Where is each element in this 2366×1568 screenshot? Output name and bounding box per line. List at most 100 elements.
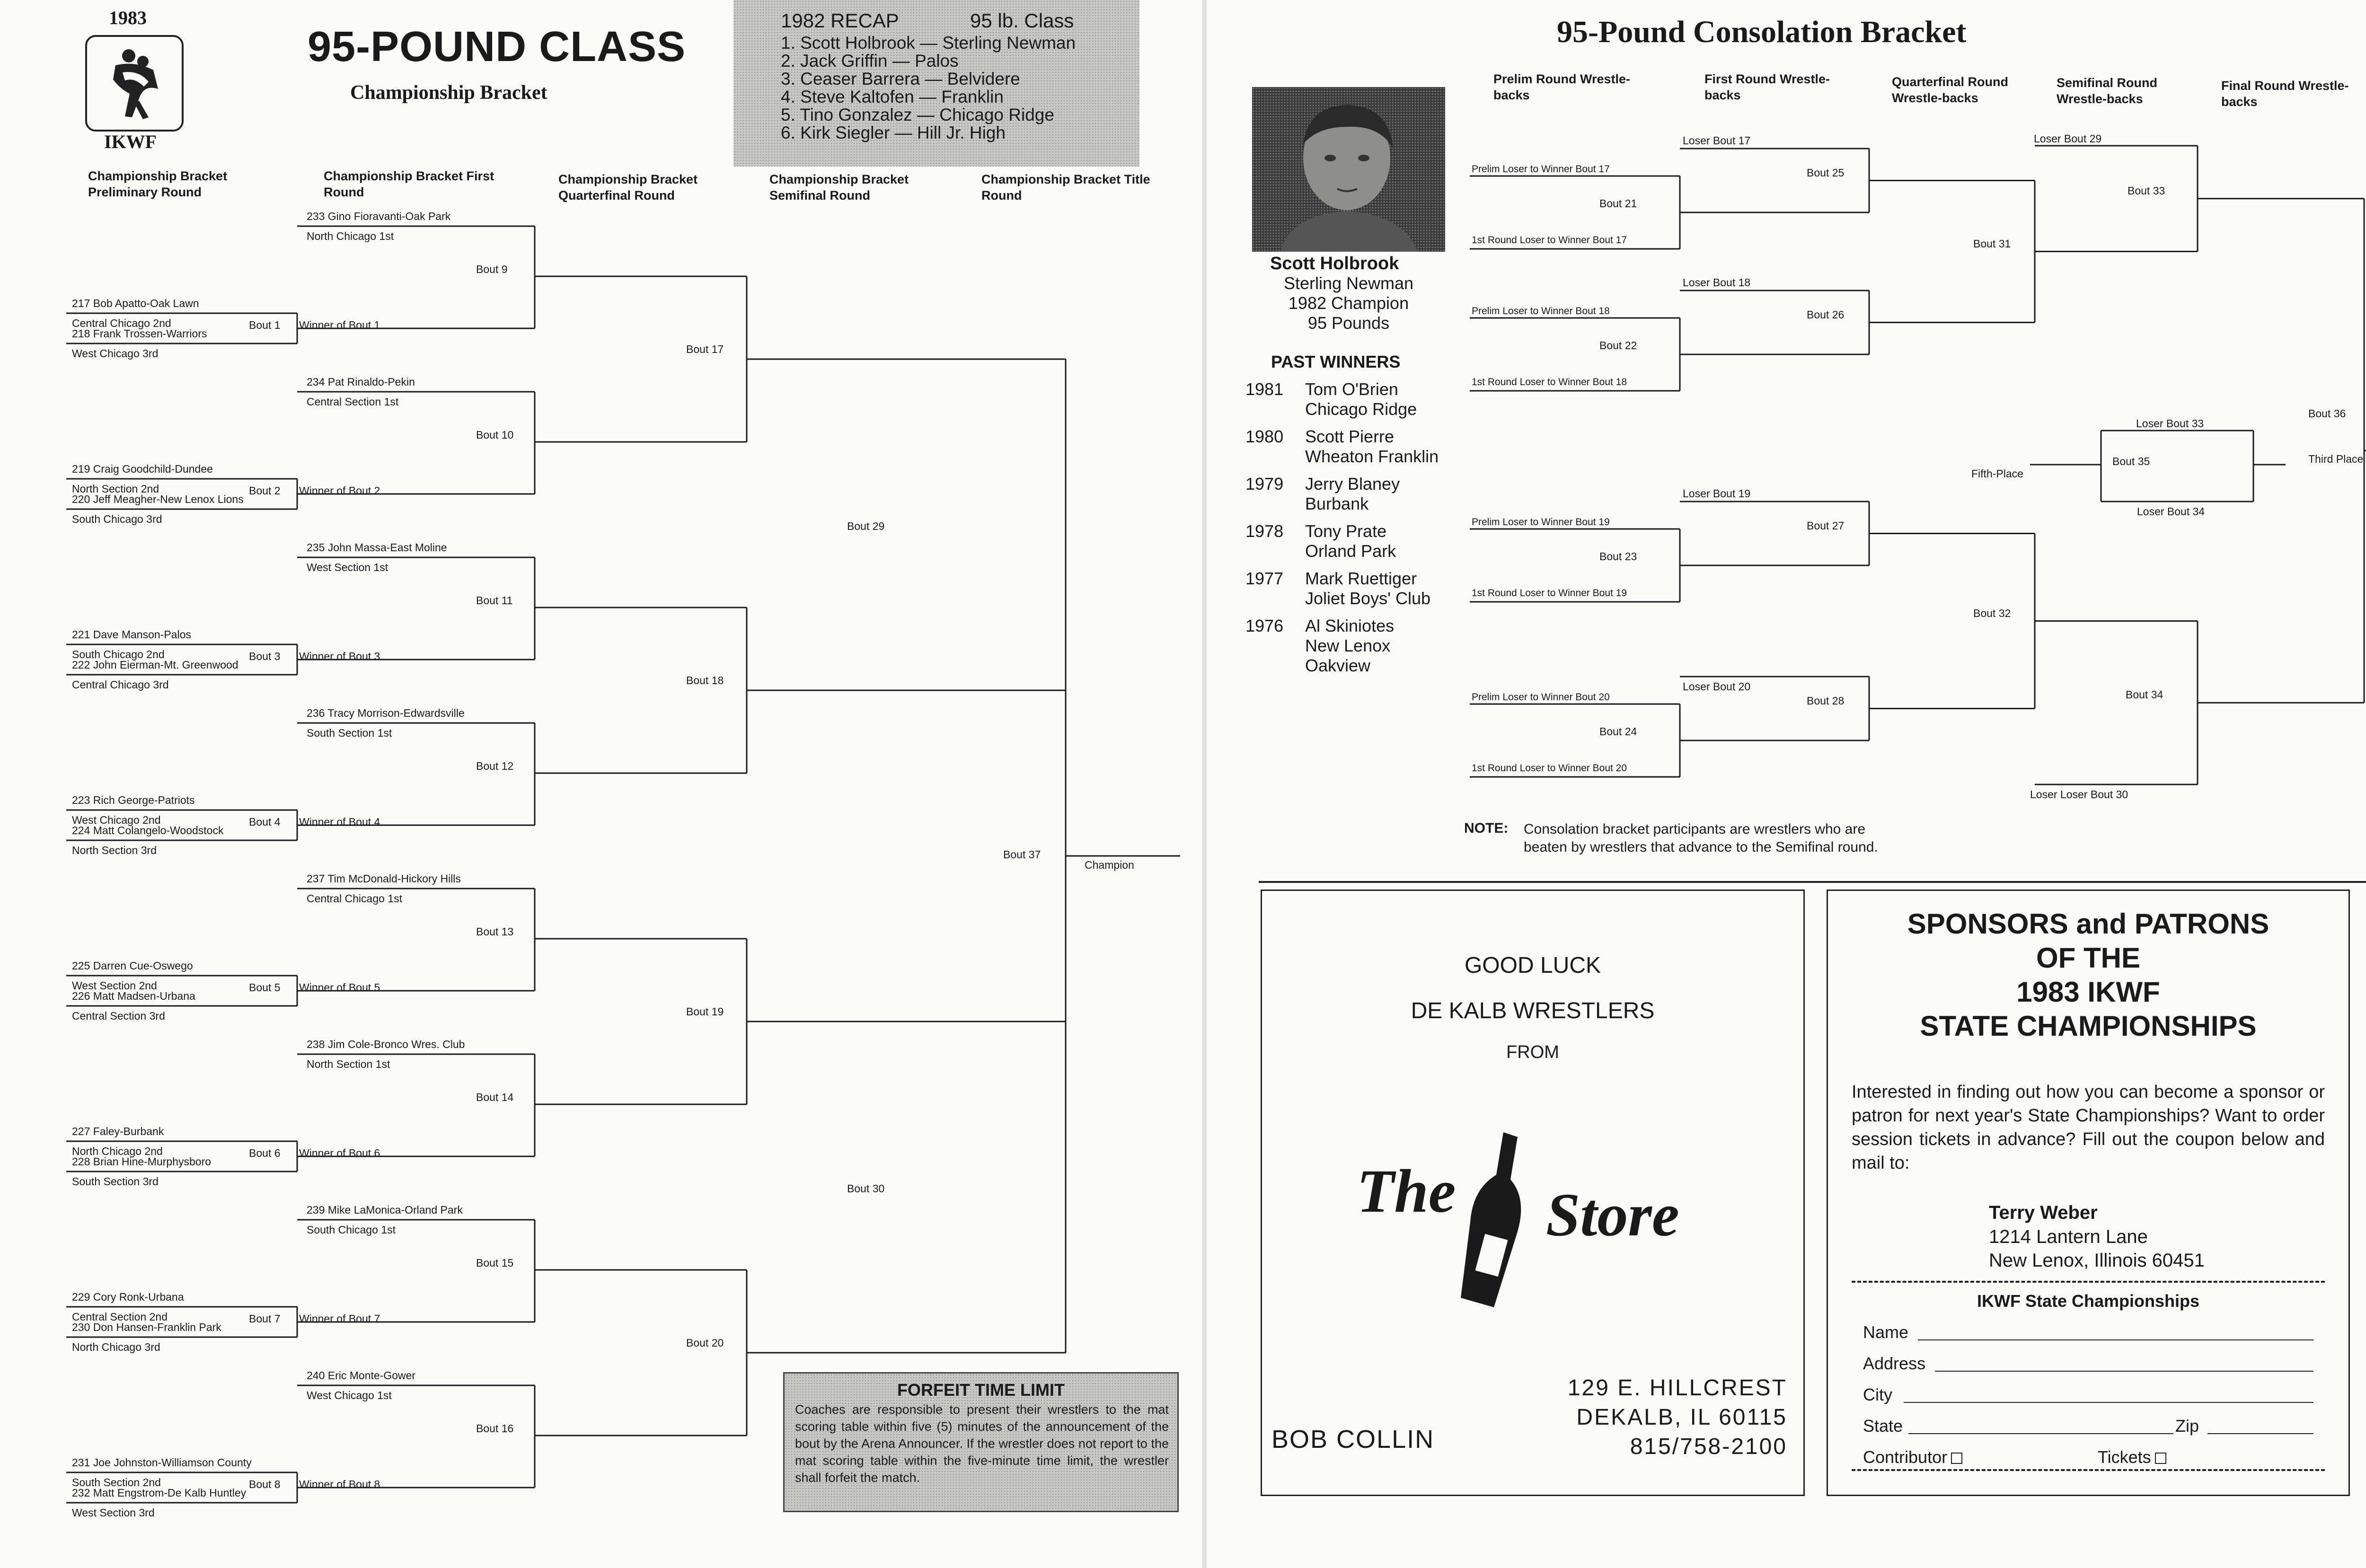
past-winners-title: PAST WINNERS [1271,352,1401,371]
recap-list: 1. Scott Holbrook — Sterling Newman 2. J… [781,34,1076,142]
wrestleback-label: 1st Round Loser to Winner Bout 18 [1472,377,1627,388]
contact-line: 1214 Lantern Lane [1989,1226,2148,1247]
wrestleback-label: Prelim Loser to Winner Bout 18 [1472,306,1610,317]
round-header-semi: Championship Bracket Semifinal Round [769,172,909,203]
bout-label: Bout 31 [1973,237,2011,250]
contact-address: 1214 Lantern Lane New Lenox, Illinois 60… [1989,1225,2205,1272]
contributor-checkbox[interactable] [1951,1453,1963,1464]
bout-label: Bout 36 [2308,407,2346,420]
recap-place: 2. Jack Griffin — Palos [781,51,959,70]
wrestler-name: 223 Rich George-Patriots [72,794,195,806]
wrestler-name: 224 Matt Colangelo-Woodstock [72,824,224,837]
year-label: 1983 [109,7,147,28]
bout-label: Bout 5 [249,981,281,994]
ad-phone: 815/758-2100 [1630,1434,1787,1459]
recap-title: 1982 RECAP [781,9,899,32]
wrestler-name: 232 Matt Engstrom-De Kalb Huntley [72,1487,247,1499]
round-header-first: Championship Bracket First Round [324,169,494,199]
wrestler-name: 221 Dave Manson-Palos [72,628,191,641]
past-winner-line: Scott Pierre [1305,427,1395,446]
ad-line3: FROM [1506,1042,1559,1062]
bout-label: Bout 4 [249,816,281,828]
winner-label: Winner of Bout 6 [299,1147,380,1159]
bout-label: Bout 11 [476,594,513,607]
bout-label: Bout 26 [1807,308,1845,321]
wrestler-section: South Section 3rd [72,1175,159,1188]
wrestler-name: 229 Cory Ronk-Urbana [72,1291,184,1303]
past-year: 1977 [1245,569,1284,588]
winner-label: Winner of Bout 5 [299,981,380,994]
wrestler-section: South Chicago 3rd [72,513,162,525]
coupon-bottom-border [1852,1469,2325,1471]
recap-place: 6. Kirk Siegler — Hill Jr. High [781,123,1006,142]
wrestler-section: North Section 1st [307,1058,390,1070]
recap-box: 1982 RECAP 95 lb. Class 1. Scott Holbroo… [733,0,1139,167]
field-address-label: Address [1863,1354,1926,1373]
wrestler-section: Central Chicago 2nd [72,317,171,329]
past-winner-line: Wheaton Franklin [1305,447,1439,466]
bout-label: Bout 19 [686,1005,724,1018]
past-year: 1980 [1245,427,1284,446]
bout-label: Bout 7 [249,1313,281,1325]
cons-header-first: First Round Wrestle-backs [1704,72,1830,102]
loser-label: Loser Bout 34 [2137,505,2205,518]
cons-header-quarter: Quarterfinal Round Wrestle-backs [1892,75,2009,105]
store-logo-left: The [1357,1157,1456,1225]
recap-place: 4. Steve Kaltofen — Franklin [781,87,1004,106]
bout-label: Bout 34 [2126,688,2163,701]
wrestlers-icon [113,49,158,119]
wrestler-name: 239 Mike LaMonica-Orland Park [307,1204,463,1216]
wrestler-section: South Section 2nd [72,1476,161,1489]
field-state-input[interactable] [1908,1433,2173,1434]
field-name-input[interactable] [1918,1339,2313,1340]
field-city-input[interactable] [1904,1402,2313,1403]
wrestler-section: West Section 1st [307,561,388,573]
winner-label: Winner of Bout 7 [299,1313,380,1325]
past-winner-line: Burbank [1305,494,1369,513]
sponsors-title: SPONSORS and PATRONS OF THE 1983 IKWF ST… [1828,907,2348,1043]
bout-label: Bout 3 [249,650,281,662]
bout-label: Bout 37 [1003,848,1041,861]
ad-address: 129 E. HILLCREST DEKALB, IL 60115 815/75… [1551,1374,1787,1462]
ikwf-logo [85,35,184,132]
sponsors-body: Interested in finding out how you can be… [1852,1082,2325,1173]
wrestler-section: Central Section 1st [307,396,399,408]
winner-label: Winner of Bout 8 [299,1478,380,1490]
wrestleback-label: Prelim Loser to Winner Bout 17 [1472,164,1610,175]
bout-label: Bout 32 [1973,607,2011,619]
sponsors-box: SPONSORS and PATRONS OF THE 1983 IKWF ST… [1827,890,2350,1496]
wrestler-name: 217 Bob Apatto-Oak Lawn [72,297,199,309]
wrestler-name: 234 Pat Rinaldo-Pekin [307,376,415,388]
consolation-page: 95-Pound Consolation Bracket Prelim Roun… [1207,0,2366,1568]
wrestler-name: 235 John Massa-East Moline [307,541,447,554]
wrestler-section: South Chicago 1st [307,1224,396,1236]
wrestler-section: South Section 1st [307,727,392,739]
page-gutter [1202,0,1207,1568]
bout-label: Bout 28 [1807,694,1845,707]
wrestler-section: North Chicago 3rd [72,1341,160,1353]
bout-label: Bout 17 [686,343,724,355]
contributor-option[interactable]: Contributor [1863,1447,1963,1467]
wrestleback-label: 1st Round Loser to Winner Bout 19 [1472,588,1627,599]
past-winner-line: Mark Ruettiger [1305,569,1417,588]
field-address-input[interactable] [1935,1371,2313,1372]
winner-label: Winner of Bout 3 [299,650,380,662]
ad-address-line: DEKALB, IL 60115 [1576,1405,1787,1430]
wrestler-name: 238 Jim Cole-Bronco Wres. Club [307,1038,465,1050]
winner-label: Winner of Bout 1 [299,319,380,331]
tickets-option[interactable]: Tickets [2098,1447,2166,1467]
tickets-checkbox[interactable] [2154,1453,2166,1464]
field-zip-input[interactable] [2207,1433,2313,1434]
past-winner-line: Al Skiniotes [1305,616,1395,635]
wrestler-name: 230 Don Hansen-Franklin Park [72,1321,221,1333]
loser-label: Loser Bout 17 [1683,134,1751,147]
wrestler-name: 240 Eric Monte-Gower [307,1369,416,1382]
past-winner-line: Tom O'Brien [1305,379,1398,399]
wrestleback-label: 1st Round Loser to Winner Bout 17 [1472,235,1627,246]
wrestler-name: 222 John Eierman-Mt. Greenwood [72,659,238,671]
consolation-bracket-lines [1470,145,2366,785]
coupon-top-border [1852,1281,2325,1283]
wrestler-name: 231 Joe Johnston-Williamson County [72,1456,252,1469]
bout-label: Bout 20 [686,1337,724,1349]
winner-label: Winner of Bout 2 [299,484,380,497]
